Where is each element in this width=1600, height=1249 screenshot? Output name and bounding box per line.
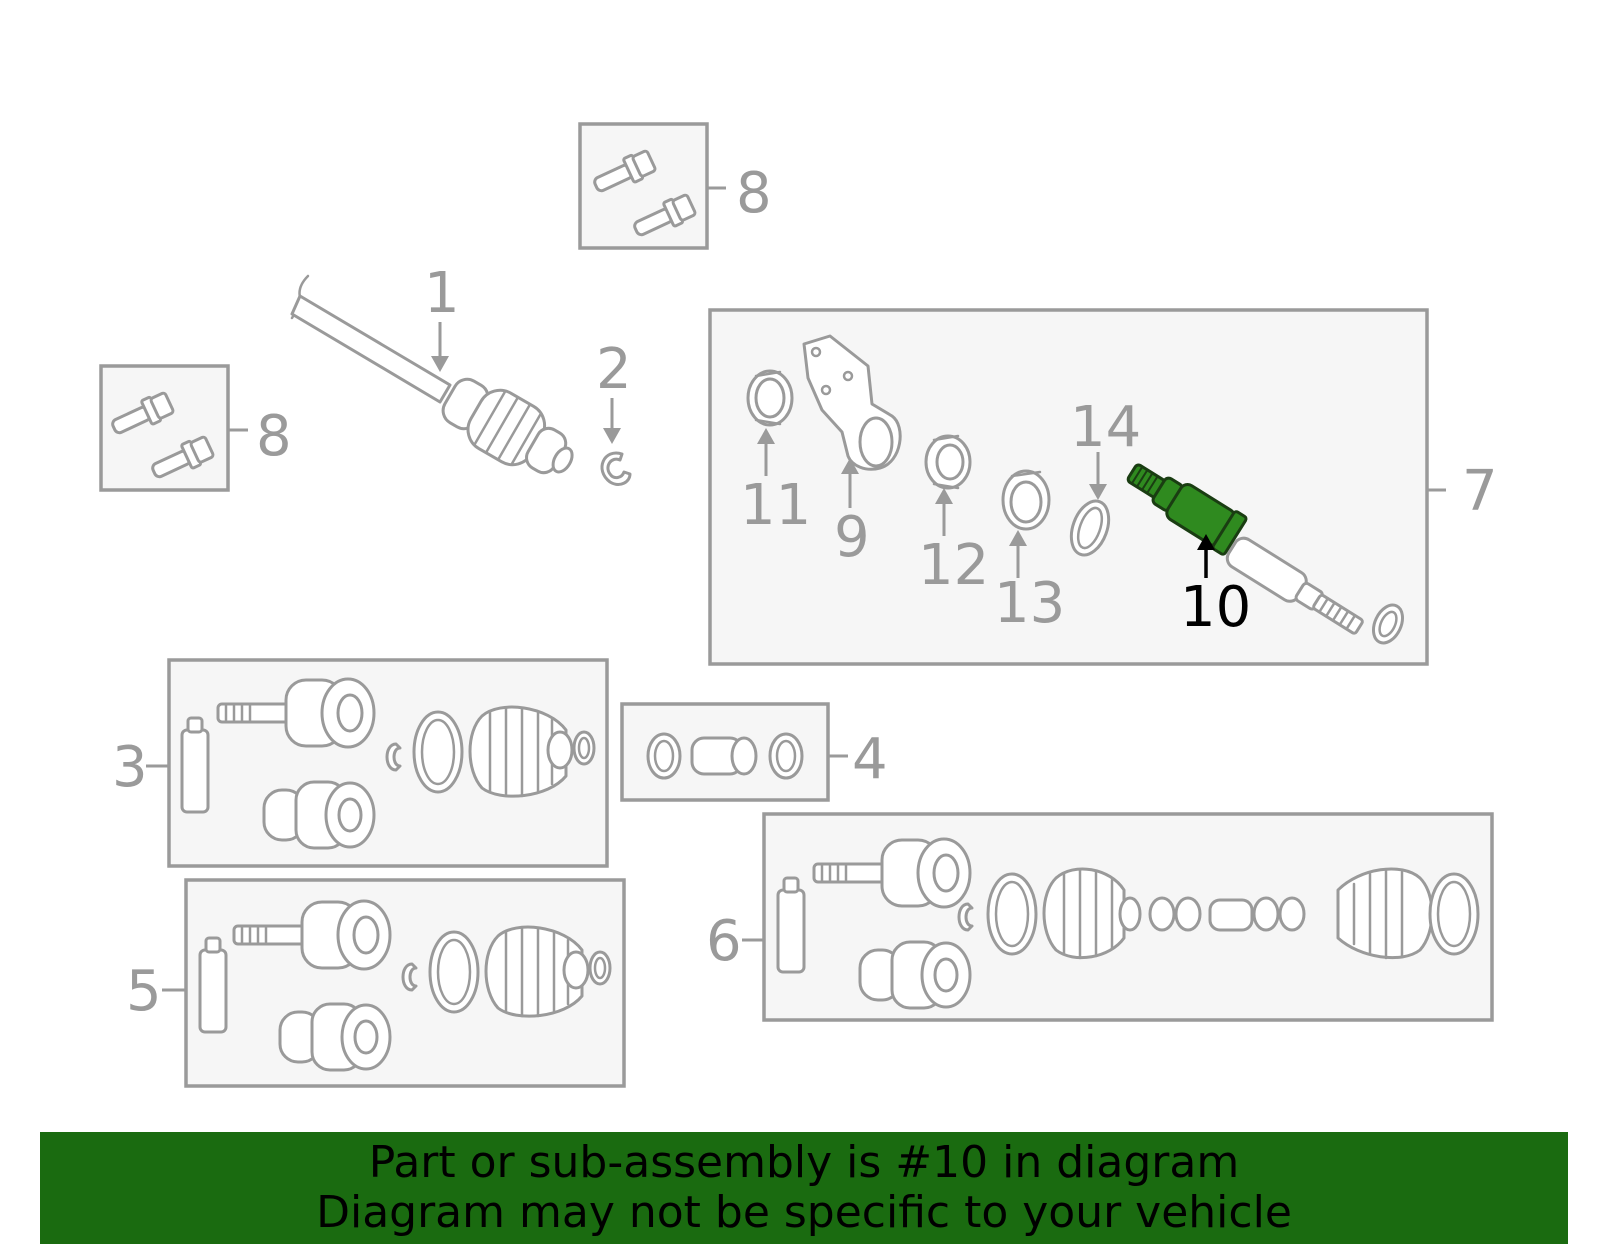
callout-4: 4 [852, 727, 888, 792]
callout-13: 13 [994, 571, 1065, 636]
callout-11: 11 [740, 473, 811, 538]
callout-5: 5 [126, 959, 162, 1024]
part-2-snap-ring[interactable] [600, 398, 632, 486]
callout-9: 9 [834, 505, 870, 570]
part-12-bearing[interactable] [924, 434, 972, 536]
part-14-snap-ring[interactable] [1064, 452, 1115, 560]
group-4-boot-clamps[interactable] [620, 702, 848, 802]
info-banner: Part or sub-assembly is #10 in diagram D… [40, 1132, 1568, 1244]
part-8-bolts-left[interactable] [99, 364, 248, 492]
group-5-outer-joint-kit[interactable] [162, 878, 626, 1088]
callout-12: 12 [918, 533, 989, 598]
part-10-highlighted[interactable] [1120, 453, 1248, 578]
callout-3: 3 [112, 735, 148, 800]
callout-10: 10 [1180, 575, 1251, 640]
banner-line-1: Part or sub-assembly is #10 in diagram [368, 1137, 1240, 1188]
callout-14: 14 [1070, 395, 1141, 460]
callout-6: 6 [706, 909, 742, 974]
part-8-bolts-top[interactable] [578, 122, 726, 250]
banner-line-2: Diagram may not be specific to your vehi… [316, 1187, 1292, 1238]
part-1-axle-assembly[interactable] [290, 274, 586, 492]
part-9-bearing-bracket[interactable] [802, 334, 902, 508]
callout-7: 7 [1462, 459, 1498, 524]
group-6-joint-boot-kit[interactable] [742, 812, 1494, 1022]
group-3-inner-joint-kit[interactable] [146, 658, 609, 868]
callout-8-left: 8 [256, 404, 292, 469]
callout-8-top: 8 [736, 161, 772, 226]
part-13-seal[interactable] [1001, 469, 1051, 578]
intermediate-shaft [1225, 536, 1405, 645]
part-11-seal[interactable] [746, 369, 794, 476]
callout-1: 1 [424, 261, 460, 326]
callout-2: 2 [596, 337, 632, 402]
